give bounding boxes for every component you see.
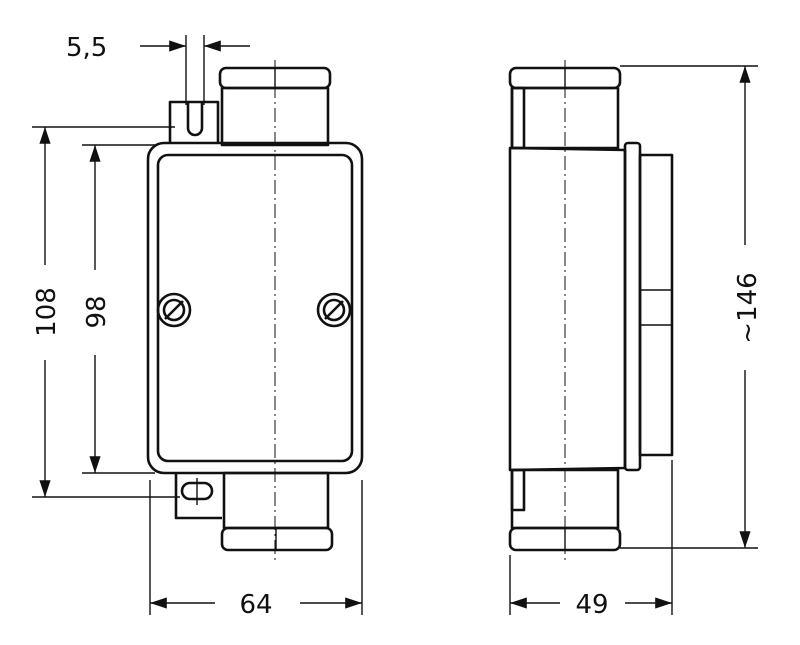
dimension-label-5-5: 5,5 xyxy=(66,33,107,63)
bottom-cable-gland xyxy=(220,471,334,552)
dimension-146: ~146 xyxy=(620,65,763,549)
bottom-mounting-tab xyxy=(174,473,222,520)
dimension-label-64: 64 xyxy=(239,590,272,620)
dimension-49: 49 xyxy=(509,460,673,620)
front-view xyxy=(146,60,364,560)
screw-right xyxy=(316,292,352,328)
side-body xyxy=(508,146,627,472)
dimension-98: 98 xyxy=(82,144,155,474)
dimension-label-146: ~146 xyxy=(733,272,763,343)
top-mounting-tab xyxy=(168,100,220,143)
side-cover-front xyxy=(638,153,674,457)
dimension-108: 108 xyxy=(32,126,180,498)
dimension-64: 64 xyxy=(149,480,363,620)
dimension-label-98: 98 xyxy=(82,295,112,328)
dimension-label-108: 108 xyxy=(32,287,62,337)
screw-left xyxy=(156,292,192,328)
dimension-label-49: 49 xyxy=(575,590,608,620)
dimension-5-5: 5,5 xyxy=(66,33,250,105)
housing-outer xyxy=(146,141,364,475)
side-view xyxy=(508,60,674,560)
side-flange xyxy=(623,141,642,472)
